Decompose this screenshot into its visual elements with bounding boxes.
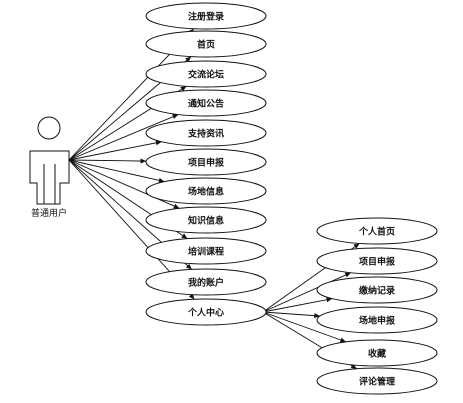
use-case-knowledge-info-ellipse	[145, 206, 267, 234]
use-case-training-course-label: 培训课程	[188, 246, 224, 258]
use-case-register-login-label: 注册登录	[188, 11, 224, 23]
sub-use-case-comment-manage-label: 评论管理	[359, 376, 395, 388]
association-support-info	[68, 140, 162, 161]
use-case-project-apply: 项目申报	[145, 148, 267, 176]
actor-label: 普通用户	[31, 207, 67, 219]
sub-use-case-personal-home: 个人首页	[316, 217, 438, 245]
use-case-forum-label: 交流论坛	[188, 69, 224, 81]
use-case-knowledge-info-label: 知识信息	[187, 215, 224, 227]
use-case-training-course: 培训课程	[145, 237, 267, 265]
use-case-venue-info-label: 场地信息	[188, 186, 224, 198]
use-case-support-info-ellipse	[145, 119, 267, 147]
sub-use-case-sub-project-apply: 项目申报	[316, 247, 438, 275]
association-notice	[68, 114, 179, 161]
use-case-notice-ellipse	[145, 89, 267, 117]
use-case-register-login: 注册登录	[145, 2, 267, 30]
sub-use-case-pay-records: 缴纳记录	[316, 276, 438, 304]
use-case-home: 首页	[145, 30, 267, 58]
use-case-home-ellipse	[145, 30, 267, 58]
sub-use-case-venue-apply-ellipse	[316, 306, 438, 334]
sub-use-case-pay-records-label: 缴纳记录	[359, 285, 395, 297]
sub-use-case-personal-home-label: 个人首页	[358, 226, 395, 238]
actor-head	[37, 116, 61, 140]
use-case-my-account-ellipse	[145, 268, 267, 296]
use-case-support-info-label: 支持资讯	[187, 128, 224, 140]
sub-use-case-personal-home-ellipse	[316, 217, 438, 245]
sub-use-case-pay-records-ellipse	[316, 276, 438, 304]
use-case-register-login-ellipse	[145, 2, 267, 30]
sub-use-case-favorites: 收藏	[316, 339, 438, 367]
use-case-my-account: 我的账户	[145, 268, 267, 296]
use-case-knowledge-info: 知识信息	[145, 206, 267, 234]
association-favorites	[262, 311, 347, 343]
sub-use-case-comment-manage: 评论管理	[316, 367, 438, 395]
association-sub-project-apply	[262, 272, 352, 313]
use-case-home-label: 首页	[197, 39, 215, 51]
sub-use-case-sub-project-apply-ellipse	[316, 247, 438, 275]
use-case-support-info: 支持资讯	[145, 119, 267, 147]
sub-use-case-comment-manage-ellipse	[316, 367, 438, 395]
sub-use-case-favorites-label: 收藏	[368, 348, 386, 360]
sub-use-case-favorites-ellipse	[316, 339, 438, 367]
association-project-apply	[68, 158, 147, 164]
use-case-project-apply-label: 项目申报	[188, 157, 224, 169]
use-case-training-course-ellipse	[145, 237, 267, 265]
use-case-personal-center-ellipse	[145, 298, 267, 326]
use-case-notice: 通知公告	[145, 89, 267, 117]
association-venue-apply	[262, 311, 320, 319]
use-case-project-apply-ellipse	[145, 148, 267, 176]
use-case-notice-label: 通知公告	[188, 98, 224, 110]
sub-use-case-sub-project-apply-label: 项目申报	[359, 256, 395, 268]
use-case-forum: 交流论坛	[145, 60, 267, 88]
sub-use-case-venue-apply-label: 场地申报	[359, 315, 395, 327]
use-case-forum-ellipse	[145, 60, 267, 88]
use-case-venue-info: 场地信息	[145, 177, 267, 205]
use-case-personal-center-label: 个人中心	[187, 307, 224, 319]
association-pay-records	[262, 297, 333, 313]
actor-user-icon	[29, 116, 70, 205]
use-case-my-account-label: 我的账户	[188, 277, 224, 289]
use-case-group: 注册登录首页交流论坛通知公告支持资讯项目申报场地信息知识信息培训课程我的账户个人…	[145, 2, 438, 395]
use-case-personal-center: 个人中心	[145, 298, 267, 326]
use-case-venue-info-ellipse	[145, 177, 267, 205]
association-knowledge-info	[68, 159, 180, 209]
association-venue-info	[68, 159, 165, 183]
actor-body	[29, 150, 70, 205]
sub-use-case-venue-apply: 场地申报	[316, 306, 438, 334]
